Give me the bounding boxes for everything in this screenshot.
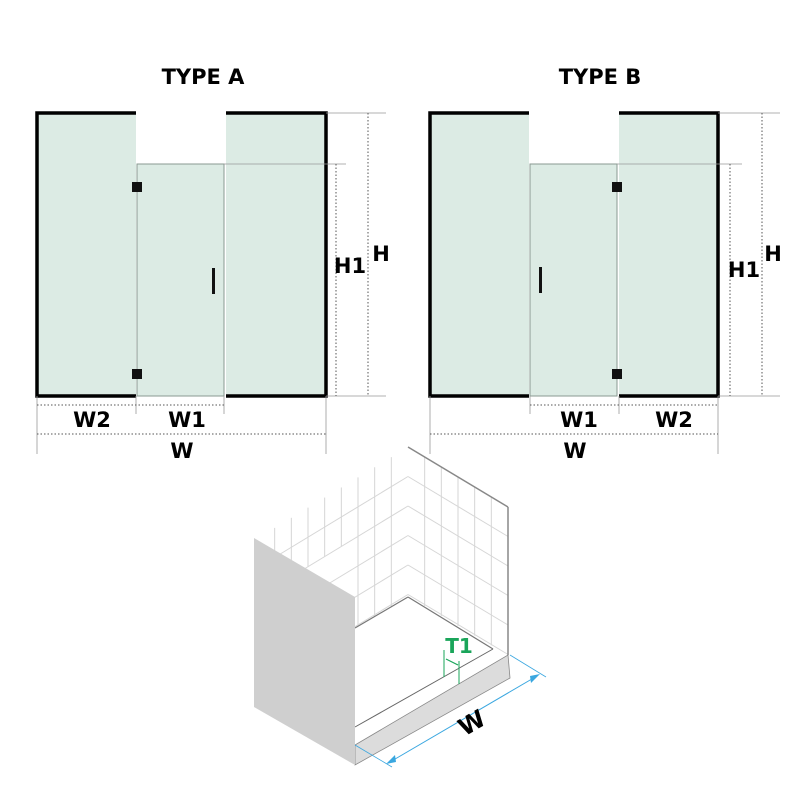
h-label: H xyxy=(764,242,782,266)
w-dimension-line xyxy=(389,675,538,763)
tile-line xyxy=(407,535,509,596)
w2-label: W2 xyxy=(73,408,111,432)
h-label: H xyxy=(372,242,390,266)
w1-label: W1 xyxy=(560,408,598,432)
frame xyxy=(35,111,328,398)
w-label: W xyxy=(563,439,586,463)
room-w-label: W xyxy=(454,704,491,741)
shower-room-isometric: T1 W xyxy=(254,446,547,768)
tile-line xyxy=(407,476,509,537)
w2-label: W2 xyxy=(655,408,693,432)
tile-line xyxy=(257,476,409,568)
shower-floor xyxy=(355,597,508,727)
door-panel xyxy=(529,163,618,397)
t1-label: T1 xyxy=(445,634,473,658)
hinge-icon xyxy=(612,182,622,192)
wall-tiles xyxy=(257,457,509,686)
fixed-panel-right xyxy=(226,113,326,396)
hinge-icon xyxy=(612,369,622,379)
frame xyxy=(428,111,720,398)
tile-line xyxy=(407,594,509,655)
type-b-title: TYPE B xyxy=(559,65,642,89)
fixed-panel-right xyxy=(619,113,718,396)
hinge-icon xyxy=(132,182,142,192)
door-handle-icon xyxy=(539,267,542,293)
tile-line xyxy=(407,564,509,626)
t1-arrow-icon xyxy=(445,658,459,666)
w-label: W xyxy=(170,439,193,463)
type-b-diagram: TYPE B H1 H W1 W2 W xyxy=(428,65,782,463)
h1-label: H1 xyxy=(728,258,760,282)
door-handle-icon xyxy=(212,268,215,294)
h1-label: H1 xyxy=(334,254,366,278)
hinge-icon xyxy=(132,369,142,379)
type-a-diagram: TYPE A H1 H W2 W1 W xyxy=(35,65,390,463)
fixed-panel-left xyxy=(430,113,529,396)
w1-label: W1 xyxy=(168,408,206,432)
tile-line xyxy=(407,505,509,567)
type-a-title: TYPE A xyxy=(162,65,246,89)
side-wall xyxy=(254,538,355,765)
door-panel xyxy=(136,163,225,397)
fixed-panel-left xyxy=(37,113,136,396)
